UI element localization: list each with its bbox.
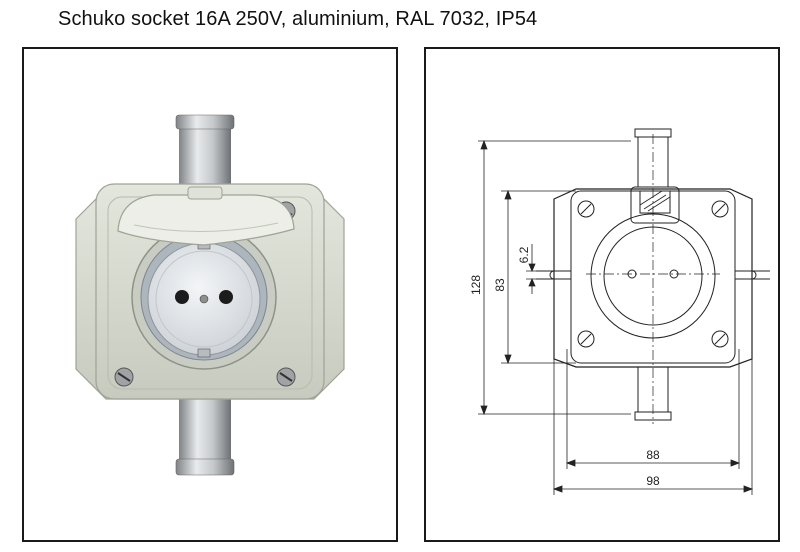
technical-drawing: 128 83 6.2 88 98 [469,128,770,495]
label-128: 128 [469,275,483,295]
technical-drawing-frame: 128 83 6.2 88 98 [424,47,780,542]
page-title: Schuko socket 16A 250V, aluminium, RAL 7… [58,8,538,30]
dimension-98 [552,349,754,495]
drawing-lid-hinge [630,186,680,224]
dimension-83 [501,189,576,365]
dimension-88 [565,349,741,469]
hinged-lid[interactable] [117,194,295,246]
label-6-2: 6.2 [517,246,531,263]
product-photo [75,114,345,476]
drawing-top-conduit [634,128,672,188]
dimension-6-2 [526,244,554,294]
drawing-screws [577,200,729,348]
center-screw [199,294,209,304]
dimension-128 [478,139,631,416]
earth-clip-bottom [197,348,211,358]
bottom-conduit [175,389,235,476]
label-83: 83 [493,278,507,292]
pin-hole-left [175,290,189,304]
pin-hole-right [219,290,233,304]
label-88: 88 [646,448,660,462]
product-photo-frame [22,47,398,542]
mounting-slot-right [735,270,770,280]
label-98: 98 [646,474,660,488]
drawing-bottom-conduit [634,366,672,421]
